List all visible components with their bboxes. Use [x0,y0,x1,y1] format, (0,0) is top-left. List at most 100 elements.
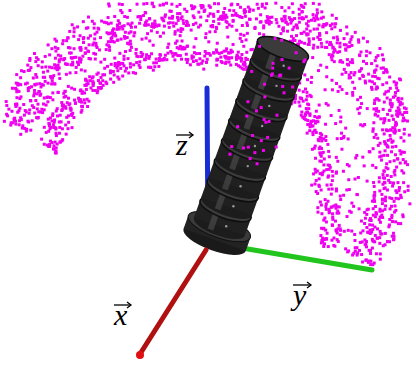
cloud-point [338,109,341,112]
cloud-point [318,24,321,27]
cloud-point [152,61,155,64]
cloud-point [157,24,160,27]
cloud-point [397,222,400,225]
cloud-point [394,145,397,148]
cloud-point [43,96,46,99]
cloud-point [291,2,294,5]
cloud-point [316,206,319,209]
cloud-point [330,43,333,46]
cloud-point [350,230,353,233]
cloud-point [298,13,301,16]
cloud-point [303,117,306,120]
cloud-point [343,37,346,40]
cloud-point [18,97,21,100]
cloud-point [361,74,364,77]
cloud-point [374,59,377,62]
cloud-point [379,252,382,255]
cloud-point [39,94,42,97]
cloud-point [98,81,101,84]
cloud-point [367,73,370,76]
cloud-point [260,20,263,23]
cloud-point [81,105,84,108]
cloud-point [402,140,405,143]
cloud-point [20,69,23,72]
cloud-point [97,28,100,31]
cloud-point [126,42,129,45]
cloud-point [150,52,153,55]
cloud-point [302,100,305,103]
cloud-point [146,32,149,35]
cloud-point [151,2,154,5]
cloud-point [328,168,331,171]
cloud-point [162,3,165,6]
cloud-point [174,53,177,56]
cloud-point [45,131,48,134]
cloud-point [372,121,375,124]
cloud-point [391,220,394,223]
cloud-point [390,205,393,208]
cloud-point [220,60,223,63]
cloud-point [38,90,41,93]
cloud-point [388,76,391,79]
cloud-point [339,198,342,201]
cloud-point [132,34,135,37]
cloud-point [333,25,336,28]
cloud-point [322,16,325,19]
cloud-point [311,56,314,59]
cloud-point [144,24,147,27]
cloud-point [327,188,330,191]
cloud-point [320,45,323,48]
cloud-point [345,188,348,191]
cloud-point [331,170,334,173]
cloud-point [385,162,388,165]
cloud-point [73,30,76,33]
cloud-point [107,16,110,19]
cloud-point [386,154,389,157]
cloud-point [381,199,384,202]
cloud-point [69,71,72,74]
cloud-point [57,54,60,57]
cloud-point [153,65,156,68]
cloud-point [169,21,172,24]
cloud-point [199,16,202,19]
cloud-point [303,73,306,76]
cloud-point [109,78,112,81]
cloud-point [168,17,171,20]
cloud-point [353,239,356,242]
cloud-point [225,61,228,64]
cloud-point [58,77,61,80]
cloud-point [86,49,89,52]
cloud-point [393,211,396,214]
cloud-point [306,95,309,98]
cloud-point [312,16,315,19]
cloud-point [305,91,308,94]
cloud-point [205,61,208,64]
cloud-point [52,74,55,77]
cloud-point [349,38,352,41]
cloud-point [306,110,309,113]
cloud-point [65,116,68,119]
cloud-point [284,9,287,12]
cloud-point [383,154,386,157]
cloud-point [159,4,162,7]
cloud-point [172,21,175,24]
cloud-point [320,137,323,140]
cloud-point [20,118,23,121]
cloud-point [264,6,267,9]
cloud-point [373,194,376,197]
cloud-point [295,34,298,37]
cloud-point [149,66,152,69]
cloud-point [55,132,58,135]
cloud-point [51,80,54,83]
cloud-point [135,61,138,64]
cloud-point [307,103,310,106]
cloud-point [122,55,125,58]
cloud-point [314,122,317,125]
cloud-point [88,43,91,46]
cloud-point [327,164,330,167]
cloud-point [123,24,126,27]
cloud-point [40,108,43,111]
cloud-point [391,220,394,223]
cloud-point [131,22,134,25]
